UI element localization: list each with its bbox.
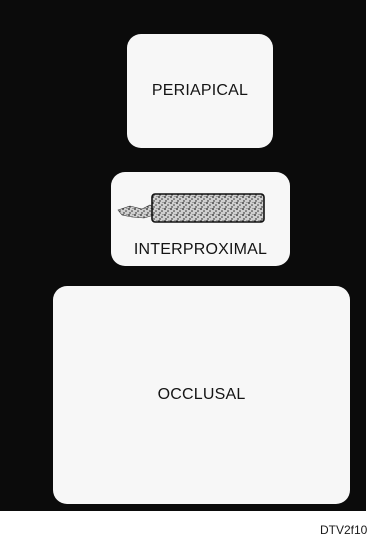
- occlusal-film-card: OCCLUSAL: [53, 286, 350, 504]
- bite-tab-graphic: [117, 193, 265, 223]
- periapical-film-card: PERIAPICAL: [127, 34, 273, 148]
- interproximal-film-card: INTERPROXIMAL: [111, 172, 290, 266]
- periapical-label: PERIAPICAL: [151, 82, 249, 99]
- occlusal-label: OCCLUSAL: [157, 386, 246, 403]
- figure-id: DTV2f10: [320, 523, 368, 537]
- interproximal-label: INTERPROXIMAL: [133, 241, 268, 258]
